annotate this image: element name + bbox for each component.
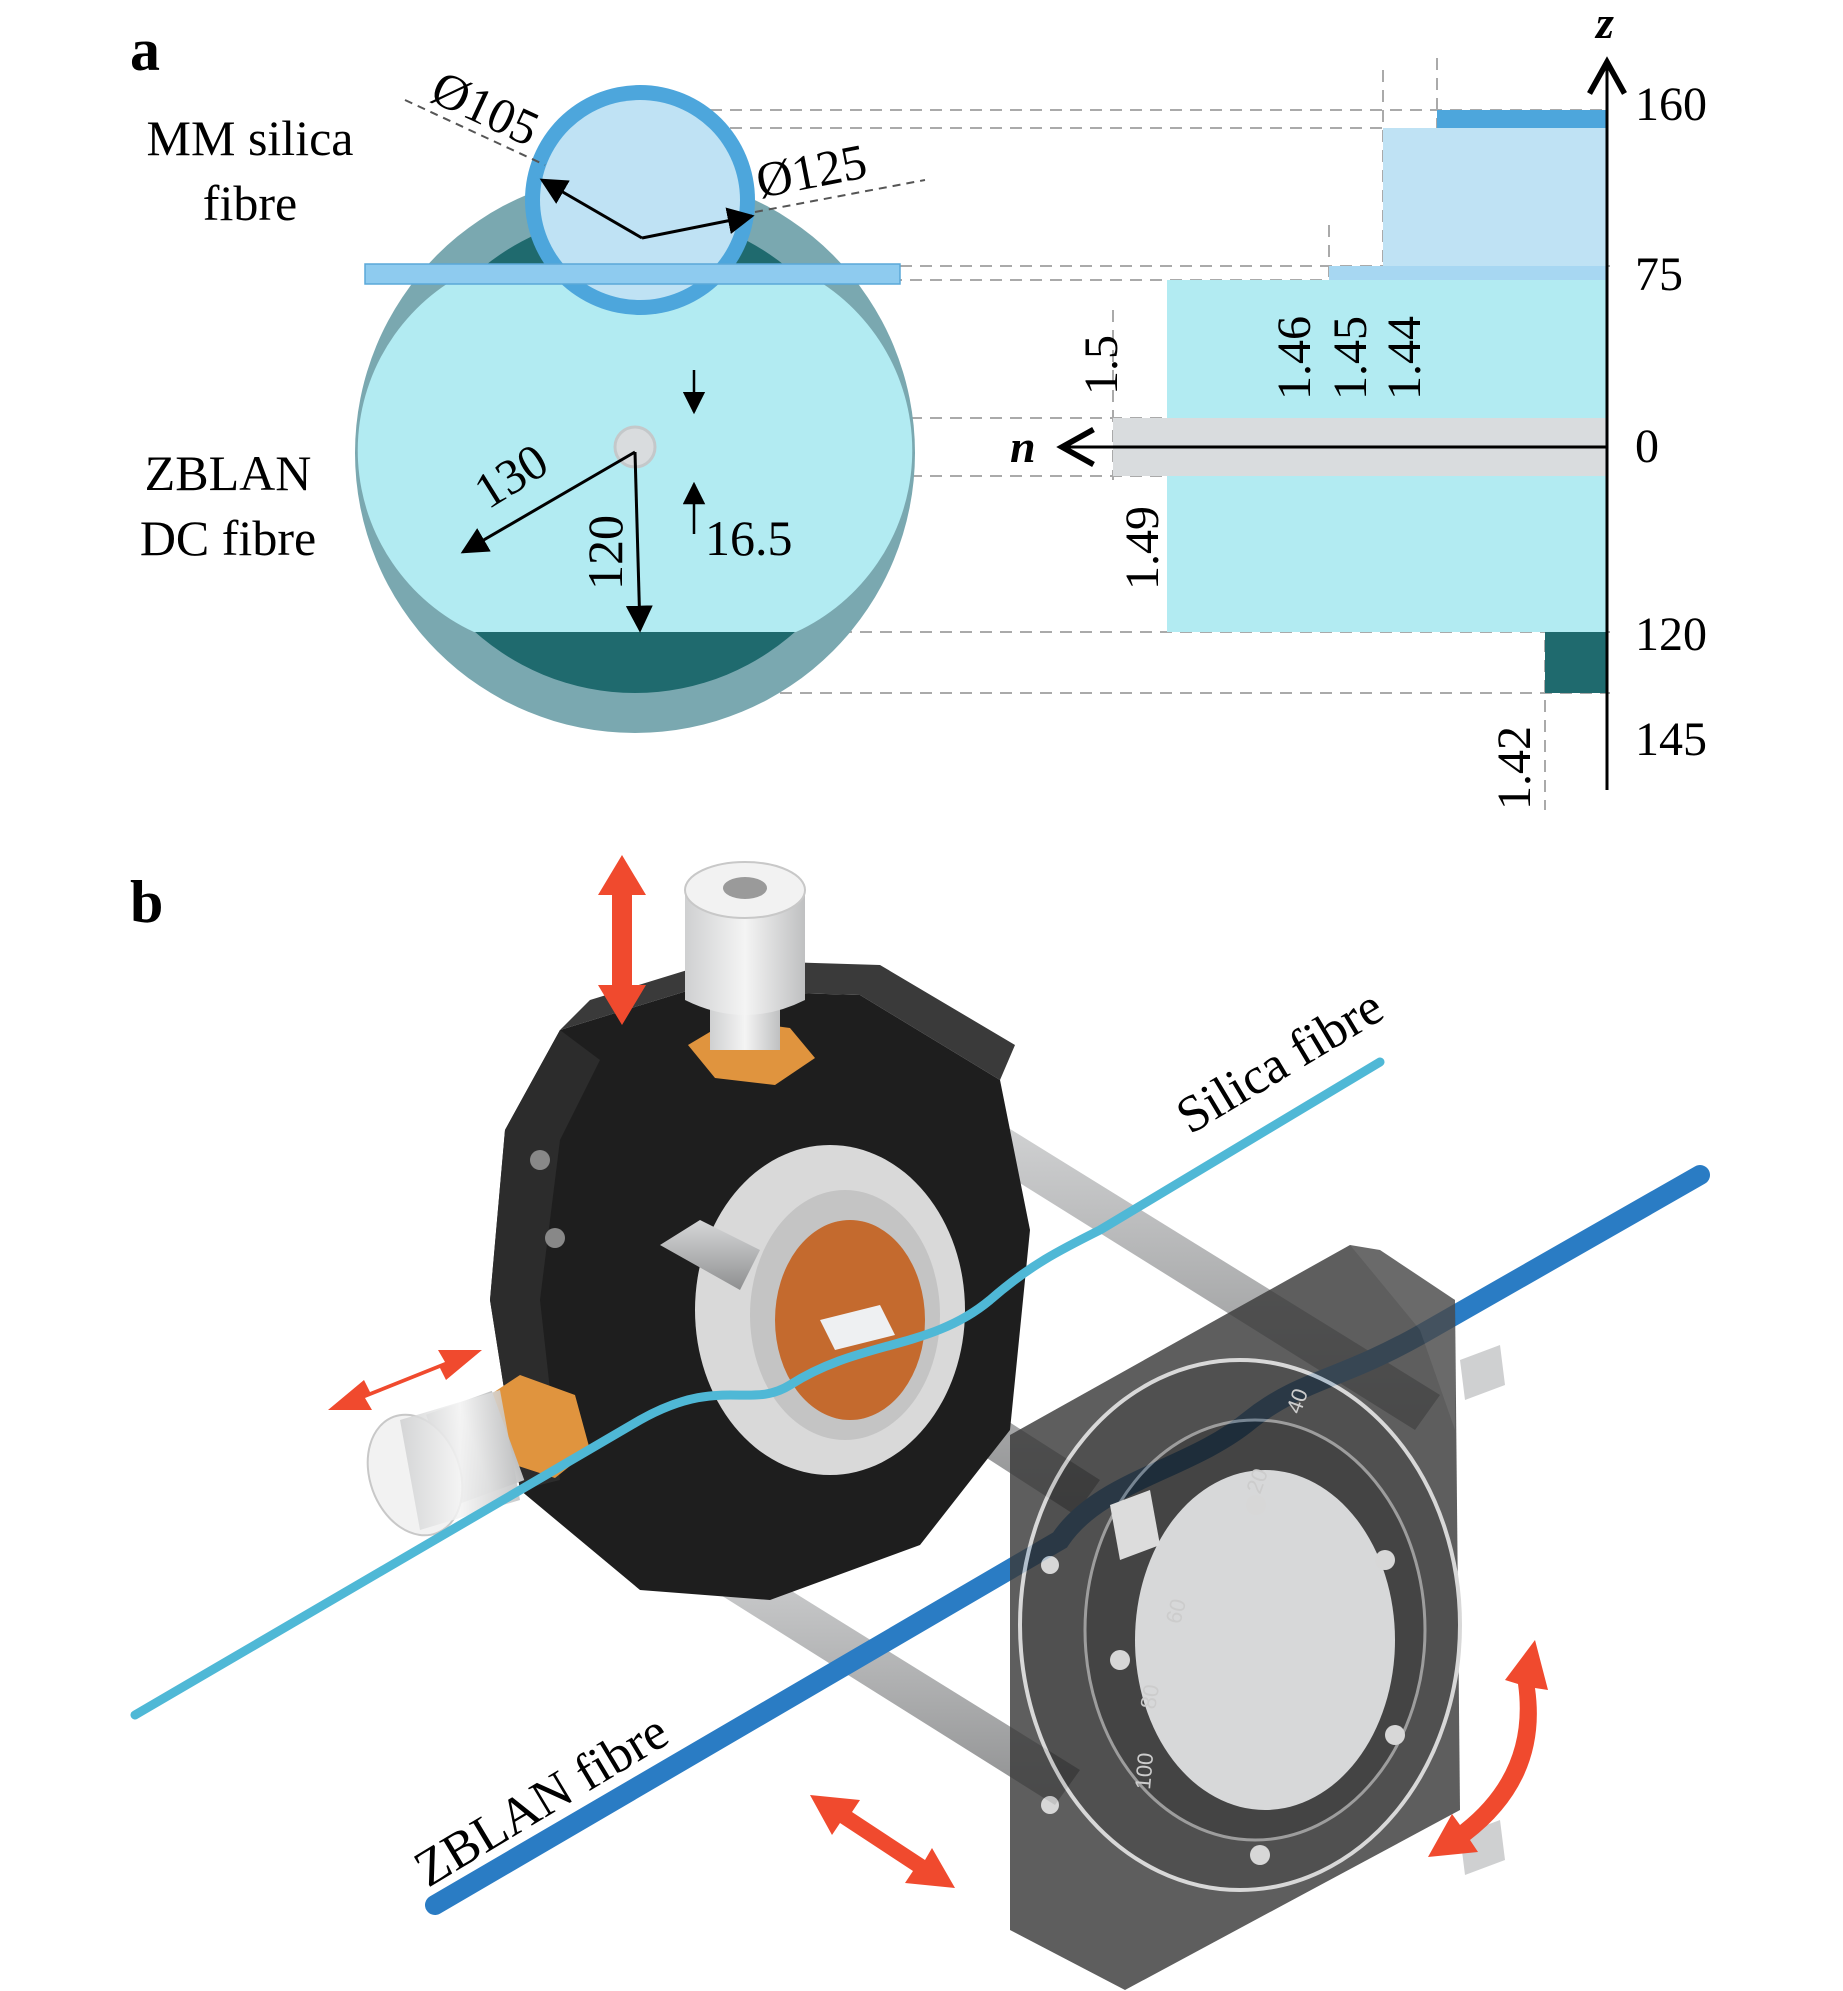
zblan-label-line2: DC fibre — [140, 510, 316, 566]
silica-fibre — [130, 1057, 1385, 1720]
zblan-fibre-label: ZBLAN fibre — [405, 1703, 678, 1898]
adjust-arrows — [328, 855, 1548, 1888]
silica-label-line2: fibre — [203, 175, 297, 231]
n-axis-label: n — [1010, 421, 1036, 472]
silica-label-line1: MM silica — [147, 110, 354, 166]
silica-core — [540, 100, 740, 300]
panel-a-label: a — [130, 17, 160, 83]
profile-silica-clad — [1437, 110, 1607, 128]
translation-arrow-icon — [810, 1795, 955, 1888]
z-tick-120: 120 — [1635, 608, 1707, 661]
contact-surface — [364, 263, 901, 285]
front-mount — [490, 960, 1030, 1600]
z-axis-label: z — [1594, 0, 1614, 48]
profile-zblan-clad — [1545, 632, 1607, 693]
dim-125: Ø125 — [751, 133, 871, 209]
dim-16-5: 16.5 — [705, 510, 793, 566]
dim-120: 120 — [577, 515, 633, 590]
vertical-arrow-icon — [598, 855, 646, 1025]
z-tick-145: 145 — [1635, 713, 1707, 766]
n-value-1-49: 1.49 — [1116, 506, 1169, 590]
dim-105: Ø105 — [423, 59, 547, 157]
panel-b-label: b — [130, 869, 163, 935]
panel-a: a Ø105 — [130, 0, 1707, 810]
n-value-1-44: 1.44 — [1378, 316, 1431, 400]
z-tick-0: 0 — [1635, 420, 1659, 473]
n-value-1-42: 1.42 — [1488, 726, 1541, 810]
zblan-label-line1: ZBLAN — [145, 445, 312, 501]
panel-b: b — [130, 855, 1710, 1990]
profile-contact — [1329, 266, 1607, 280]
top-adjuster-knob[interactable] — [684, 861, 815, 1085]
z-tick-75: 75 — [1635, 248, 1683, 301]
side-adjuster-knob[interactable] — [352, 1375, 590, 1549]
z-tick-160: 160 — [1635, 78, 1707, 131]
profile-zblan-inner-lower — [1167, 476, 1607, 632]
rod-middle-front — [660, 1220, 760, 1290]
horizontal-arrow-icon — [328, 1350, 482, 1410]
n-value-1-46: 1.46 — [1268, 316, 1321, 400]
n-value-1-5: 1.5 — [1075, 335, 1128, 395]
profile-zblan-inner-upper — [1167, 280, 1607, 418]
n-value-1-45: 1.45 — [1324, 316, 1377, 400]
rotation-arrow-icon — [1428, 1640, 1548, 1857]
profile-silica-core — [1383, 128, 1607, 266]
index-profile: z n 160 75 0 120 145 1.5 1.46 1.45 1.44 … — [1010, 0, 1707, 810]
rotation-mount — [1010, 1245, 1462, 1990]
dial-tick-80: 80 — [1135, 1682, 1164, 1710]
dial-tick-100: 100 — [1130, 1752, 1158, 1791]
